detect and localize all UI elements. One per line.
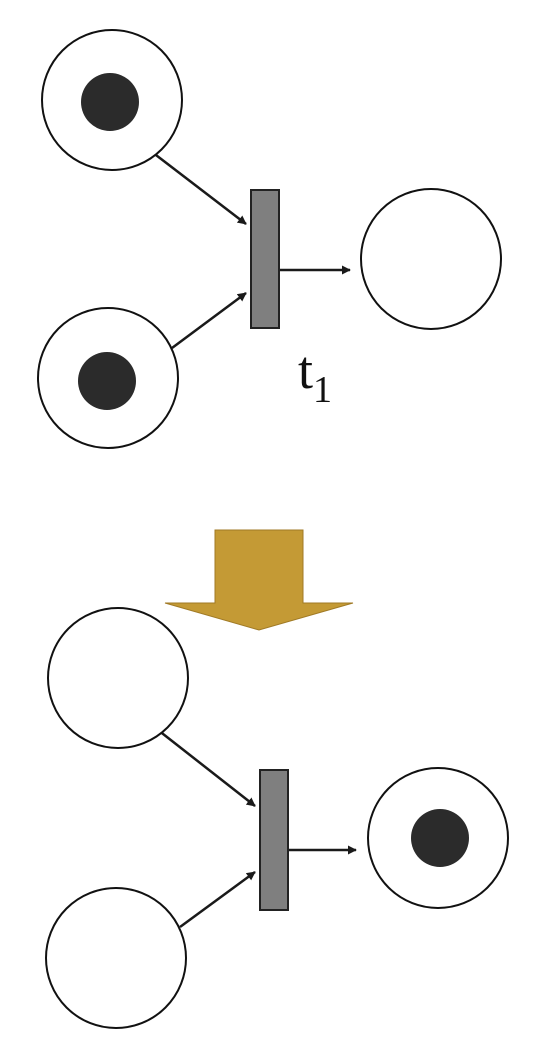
transition-label-letter: t: [298, 340, 313, 400]
transition-label-subscript: 1: [313, 369, 332, 411]
after-firing-net: [45, 607, 509, 1029]
token: [81, 73, 139, 131]
token: [411, 809, 469, 867]
place-p3: [360, 188, 502, 330]
before-firing-net: t1: [37, 29, 502, 449]
transition-label: t1: [298, 340, 332, 411]
arc-p2-to-t1: [171, 291, 247, 350]
transition-t1: [259, 769, 289, 911]
arc-p1-to-t1: [151, 151, 247, 225]
place-p1: [41, 29, 183, 171]
place-p2: [45, 887, 187, 1029]
place-p1: [47, 607, 189, 749]
transition-t1: [250, 189, 280, 329]
place-p2: [37, 307, 179, 449]
place-p3: [367, 767, 509, 909]
token: [78, 352, 136, 410]
firing-arrow: [164, 529, 354, 631]
arc-p1-to-t1: [157, 729, 256, 807]
arc-p2-to-t1: [179, 870, 256, 929]
